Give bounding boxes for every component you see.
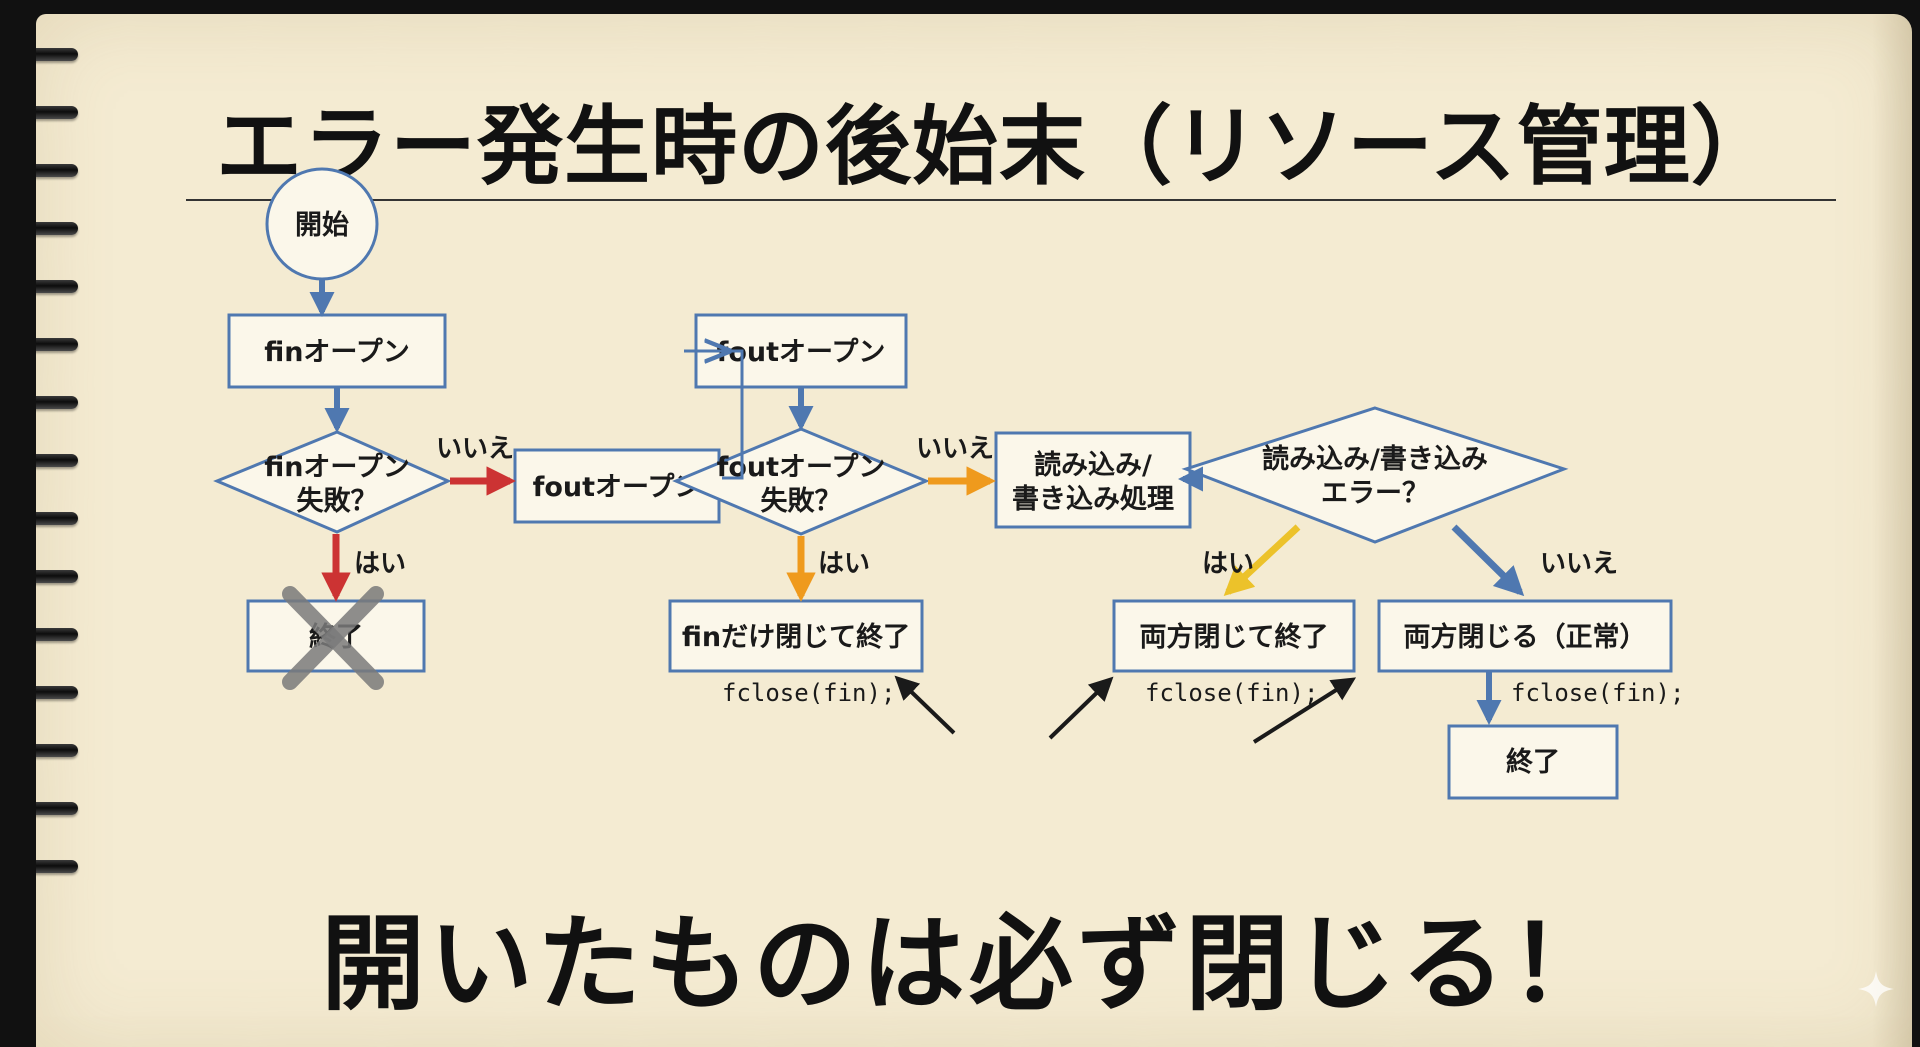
binding-ring-icon: [36, 218, 82, 240]
binding-wire: [36, 396, 78, 409]
fin-yes-label: はい: [354, 549, 406, 579]
binding-ring-icon: [36, 44, 82, 66]
start-label: 開始: [295, 209, 349, 241]
binding-ring-icon: [36, 102, 82, 124]
binding-ring-icon: [36, 856, 82, 878]
page-title: エラー発生時の後始末（リソース管理）: [216, 97, 1778, 197]
binding-ring-icon: [36, 334, 82, 356]
fin-close-end-box: finだけ閉じて終了: [668, 599, 924, 673]
binding-wire: [36, 106, 78, 119]
fin-open-box: finオープン: [227, 313, 447, 389]
binding-wire: [36, 280, 78, 293]
arrow-rw-yes: [1223, 524, 1301, 597]
fin-check-label-2: 失敗？: [297, 486, 378, 517]
fin-close-end-label: finだけ閉じて終了: [682, 621, 910, 653]
rw-no-label: いいえ: [1540, 549, 1618, 579]
fin-check-decision: finオープン 失敗？: [213, 430, 452, 534]
code-fin-close: fclose(fin);: [722, 679, 895, 707]
fout-check-label-2: 失敗？: [761, 486, 842, 517]
end-final-box: 終了: [1447, 724, 1619, 800]
binding-ring-icon: [36, 450, 82, 472]
end-fail-box: 終了: [246, 586, 426, 690]
rw-process-box: 読み込み/ 書き込み処理: [994, 431, 1192, 529]
sparkle-icon: [1858, 971, 1894, 1007]
binding-wire: [36, 338, 78, 351]
binding-ring-icon: [36, 508, 82, 530]
start-node: 開始: [265, 167, 379, 281]
arrow-rw-no: [1451, 524, 1525, 597]
rw-check-decision: 読み込み/書き込み エラー？: [1181, 406, 1569, 544]
fout-check-decision: foutオープン 失敗？: [672, 427, 930, 536]
binding-ring-icon: [36, 392, 82, 414]
pointer-arrow-icon: [894, 675, 1357, 744]
slogan-text: 開いたものは必ず閉じる！: [321, 903, 1618, 1025]
binding-wire: [36, 164, 78, 177]
binding-wire: [36, 802, 78, 815]
code-both-close: fclose(fin);: [1145, 679, 1318, 707]
binding-ring-icon: [36, 740, 82, 762]
fin-check-label-1: finオープン: [264, 452, 410, 483]
rw-process-label-1: 読み込み/: [1034, 449, 1152, 481]
fin-open-label: finオープン: [264, 337, 410, 368]
binding-wire: [36, 744, 78, 757]
title-underline: [186, 199, 1836, 201]
binding-wire: [36, 860, 78, 873]
flowchart-diagram: 開始 finオープン finオープン 失敗？ foutオープン 終了 foutオ…: [213, 167, 1684, 800]
fout-open-a-label: foutオープン: [533, 472, 702, 503]
binding-ring-icon: [36, 160, 82, 182]
code-both-ok: fclose(fin);: [1511, 679, 1684, 707]
fout-check-label-1: foutオープン: [717, 452, 886, 483]
binding-wire: [36, 222, 78, 235]
binding-wire: [36, 48, 78, 61]
notebook-page: エラー発生時の後始末（リソース管理） 開始: [36, 14, 1912, 1047]
rw-yes-label: はい: [1202, 549, 1254, 579]
fout-yes-label: はい: [818, 549, 870, 579]
binding-wire: [36, 570, 78, 583]
binding-ring-icon: [36, 682, 82, 704]
both-close-end-box: 両方閉じて終了: [1112, 599, 1356, 673]
rw-check-label-1: 読み込み/書き込み: [1262, 443, 1488, 475]
end-final-label: 終了: [1506, 746, 1560, 778]
cross-mark-icon: [282, 586, 384, 690]
binding-ring-icon: [36, 798, 82, 820]
both-close-end-label: 両方閉じて終了: [1140, 621, 1329, 653]
fout-no-label: いいえ: [916, 434, 994, 464]
binding-ring-icon: [36, 624, 82, 646]
fout-open-b-label: foutオープン: [717, 337, 886, 368]
binding-ring-icon: [36, 566, 82, 588]
binding-wire: [36, 686, 78, 699]
both-close-ok-label: 両方閉じる（正常）: [1404, 621, 1647, 653]
rw-check-label-2: エラー？: [1321, 478, 1429, 509]
binding-ring-icon: [36, 276, 82, 298]
binding-wire: [36, 454, 78, 467]
binding-wire: [36, 628, 78, 641]
fin-no-label: いいえ: [436, 434, 514, 464]
both-close-ok-box: 両方閉じる（正常）: [1377, 599, 1673, 673]
binding-wire: [36, 512, 78, 525]
rw-process-label-2: 書き込み処理: [1012, 483, 1174, 515]
